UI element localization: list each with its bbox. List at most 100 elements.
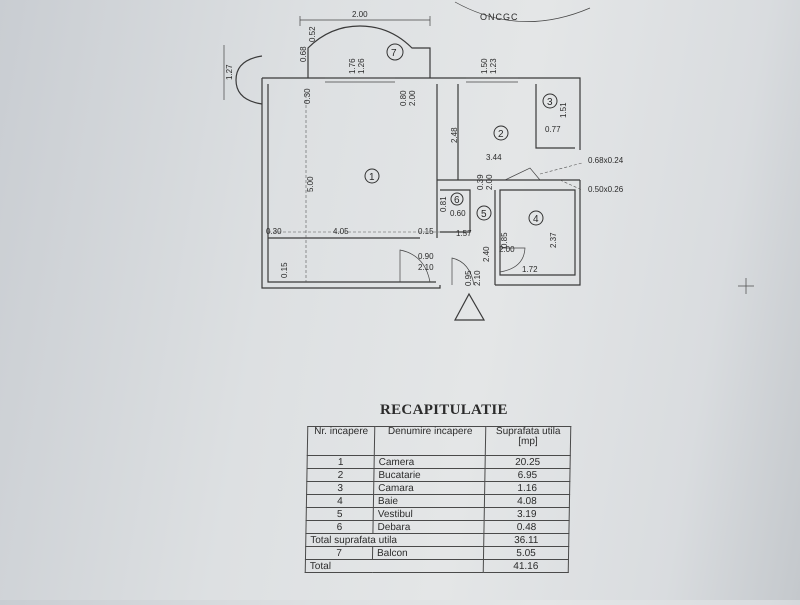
dimension-label: 0.68: [299, 46, 308, 62]
dimension-label: 0.81: [439, 196, 448, 212]
row-name: Camara: [373, 481, 485, 495]
dimension-label: 3.44: [486, 153, 502, 162]
balcon-name: Balcon: [372, 546, 484, 560]
dimension-label: 4.05: [333, 227, 349, 236]
wall-storage: [440, 189, 471, 233]
row-name: Bucatarie: [373, 468, 486, 482]
header-suprafata: Suprafata utila [mp]: [485, 426, 571, 456]
room-number: 2: [498, 129, 504, 140]
recap-table: Nr. incapere Denumire incapere Suprafata…: [305, 426, 572, 573]
table-row: 4 Baie 4.08: [306, 494, 570, 508]
dimension-label: 1.50: [480, 58, 489, 74]
dimension-label: 1.72: [522, 265, 538, 274]
dimension-label: 2.48: [450, 127, 459, 143]
north-arrow-icon: [453, 292, 486, 321]
table-row: 6 Debara 0.48: [305, 520, 570, 534]
room-number: 6: [454, 195, 460, 206]
row-name: Baie: [373, 494, 485, 508]
row-nr: 5: [306, 507, 374, 521]
dimension-label: 0.60: [450, 209, 466, 218]
total-row: Total 41.16: [305, 559, 569, 573]
total-area: 41.16: [483, 559, 569, 573]
dimension-label: 2.00: [408, 90, 417, 106]
compass-text: ONCGC: [480, 12, 519, 22]
room-marker: [386, 43, 404, 61]
header-nr: Nr. incapere: [307, 426, 375, 456]
vent-line: [539, 162, 583, 175]
vent-line: [559, 179, 583, 191]
dimension-label: 0.80: [399, 90, 408, 106]
dimension-label: 2.10: [473, 270, 482, 286]
dimension-label: 1.57: [456, 229, 472, 238]
table-row: 3 Camara 1.16: [306, 481, 570, 495]
dimension-label: 0.30: [303, 88, 312, 104]
dimension-label: 2.37: [549, 232, 558, 248]
room-marker: [493, 125, 509, 141]
balcony-left: [235, 55, 263, 105]
room-marker: [528, 210, 544, 226]
row-area: 6.95: [484, 468, 571, 482]
header-denumire: Denumire incapere: [374, 426, 486, 456]
compass-arc: [454, 1, 591, 22]
row-name: Camera: [374, 455, 486, 469]
row-area: 20.25: [485, 455, 571, 469]
room-number: 3: [547, 97, 553, 108]
row-area: 0.48: [483, 520, 570, 534]
dimension-label: 0.39: [476, 174, 485, 190]
room-number: 5: [481, 209, 487, 220]
room-marker: [476, 205, 492, 221]
total-label: Total: [305, 559, 484, 573]
dimension-label: 1.27: [225, 64, 234, 80]
table-row: 1 Camera 20.25: [307, 455, 571, 469]
dimension-label: 0.52: [308, 26, 317, 42]
row-area: 4.08: [484, 494, 570, 508]
dimension-label: 1.23: [489, 58, 498, 74]
dimension-label: 0.15: [418, 227, 434, 236]
room-marker: [450, 192, 464, 206]
room-marker: [364, 168, 380, 184]
recap-title: RECAPITULATIE: [380, 402, 508, 418]
balcon-area: 5.05: [483, 546, 569, 560]
table-row: 2 Bucatarie 6.95: [306, 468, 571, 482]
room-number: 4: [533, 214, 539, 225]
total-util-label: Total suprafata utila: [305, 533, 484, 547]
dimension-label: 0.15: [280, 262, 289, 278]
dimension-label: 0.95: [464, 270, 473, 286]
dimension-label: 0.50x0.26: [588, 185, 624, 194]
dimension-label: 0.85: [500, 232, 509, 248]
inner-wall-offset: [267, 84, 436, 283]
crosshair-cursor-icon: [738, 278, 754, 294]
row-nr: 6: [305, 520, 374, 534]
dimension-label: 1.51: [559, 102, 568, 118]
dimension-label: 1.76: [348, 58, 357, 74]
room-number: 1: [369, 172, 375, 183]
dimension-label: 2.40: [482, 246, 491, 262]
dimension-label: 2.00: [485, 174, 494, 190]
door-swing: [499, 247, 526, 273]
dimension-label: 0.77: [545, 125, 561, 134]
dimension-label: 0.68x0.24: [588, 156, 624, 165]
row-nr: 3: [306, 481, 374, 495]
wall-bath: [499, 189, 576, 276]
table-header-row: Nr. incapere Denumire incapere Suprafata…: [307, 426, 571, 456]
door-swing: [451, 257, 475, 286]
balcon-row: 7 Balcon 5.05: [305, 546, 569, 560]
dimension-label: 0.90: [418, 252, 434, 261]
dimension-label: 2.00: [499, 245, 515, 254]
row-area: 1.16: [484, 481, 570, 495]
door-swing: [399, 249, 431, 283]
row-name: Debara: [372, 520, 485, 534]
table-row: 5 Vestibul 3.19: [306, 507, 570, 521]
room-number: 7: [391, 48, 397, 59]
row-nr: 4: [306, 494, 374, 508]
balcon-nr: 7: [305, 546, 373, 560]
total-util-area: 36.11: [483, 533, 569, 547]
dimension-label: 1.26: [357, 58, 366, 74]
total-util-row: Total suprafata utila 36.11: [305, 533, 569, 547]
row-area: 3.19: [484, 507, 570, 521]
dimension-label: 2.00: [352, 10, 368, 19]
wall-pantry: [535, 84, 575, 149]
row-nr: 2: [306, 468, 375, 482]
